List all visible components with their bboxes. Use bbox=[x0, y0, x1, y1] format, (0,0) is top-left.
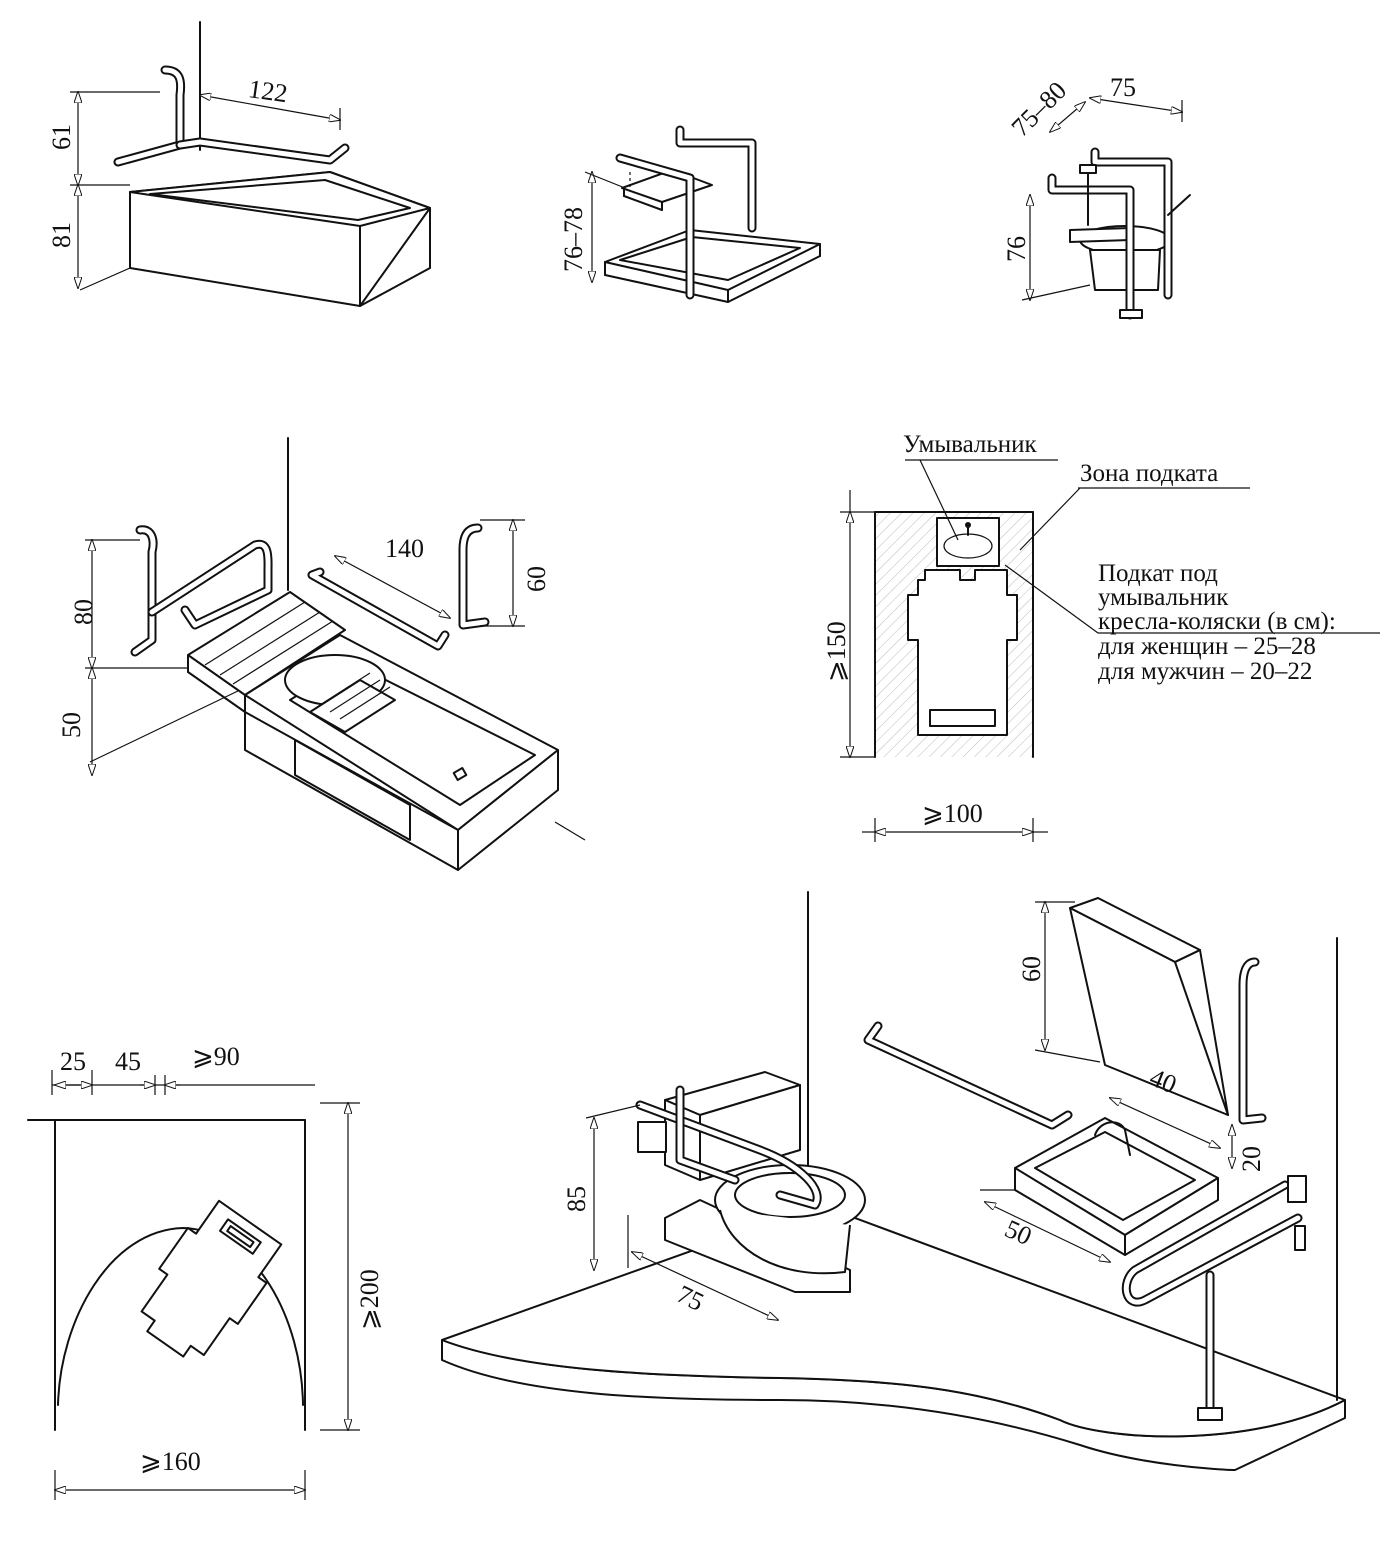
dim-turning-a: 25 bbox=[60, 1047, 86, 1076]
bath-seat-board bbox=[187, 591, 346, 696]
dim-toilet-height: 76 bbox=[1002, 236, 1031, 262]
note-line-1: Подкат под bbox=[1098, 560, 1218, 587]
restroom-diagram: 85 75 60 40 20 50 bbox=[441, 891, 1346, 1471]
bathtub-grab-rail bbox=[113, 65, 350, 167]
dim-bath-rail-length: 140 bbox=[385, 534, 424, 563]
dim-bathtub-height: 81 bbox=[47, 222, 76, 248]
dim-turning-depth: ⩾200 bbox=[355, 1269, 384, 1330]
bathtub-diagram: 122 61 81 bbox=[47, 21, 431, 307]
dim-sink-width: 50 bbox=[1001, 1214, 1037, 1251]
dim-toilet-offset: 75–80 bbox=[1006, 76, 1072, 142]
dim-bathtub-length: 122 bbox=[247, 74, 290, 108]
label-wheelchair-zone: Зона подката bbox=[1080, 460, 1218, 487]
toilet-paper-holder bbox=[637, 1121, 667, 1153]
turning-plan-diagram: 25 45 ⩾90 ⩾200 ⩾160 bbox=[27, 1042, 384, 1500]
dim-turning-b: 45 bbox=[115, 1047, 141, 1076]
dim-turning-c: ⩾90 bbox=[192, 1042, 240, 1071]
dim-toilet-width: 75 bbox=[1110, 73, 1136, 102]
label-sink: Умывальник bbox=[903, 431, 1038, 458]
toilet-grab-rail bbox=[1047, 147, 1173, 320]
note-line-3: кресла-коляски (в см): bbox=[1098, 608, 1336, 635]
wheelchair-plan bbox=[907, 569, 1018, 736]
wall-grab-rail bbox=[863, 957, 1267, 1130]
dim-shower-seat-height: 76–78 bbox=[559, 207, 588, 272]
dim-mirror-height: 60 bbox=[1017, 956, 1046, 982]
toilet-diagram: 76 75 75–80 bbox=[1002, 73, 1191, 320]
dim-bath-lower: 50 bbox=[57, 712, 86, 738]
sink-plan-diagram: Умывальник Зона подката Подкат под умыва… bbox=[822, 431, 1380, 842]
dim-sink-gap: 20 bbox=[1237, 1146, 1266, 1172]
folding-grab-bar bbox=[1121, 1180, 1303, 1415]
dim-sink-width: ⩾100 bbox=[922, 799, 983, 828]
shower-diagram: 76–78 bbox=[559, 125, 821, 303]
dim-bath-upper: 80 bbox=[69, 599, 98, 625]
dim-bath-rail-height: 60 bbox=[522, 566, 551, 592]
dim-grab-bar-height: 85 bbox=[562, 1186, 591, 1212]
note-line-5: для мужчин – 20–22 bbox=[1098, 658, 1312, 685]
turning-arc bbox=[57, 1227, 304, 1406]
shower-grab-rail bbox=[615, 125, 757, 300]
toilet-bowl bbox=[1089, 249, 1161, 291]
dim-bathtub-rail-height: 61 bbox=[47, 124, 76, 150]
note-line-4: для женщин – 25–28 bbox=[1098, 633, 1316, 660]
note-line-2: умывальник bbox=[1098, 584, 1229, 611]
bath-seat-diagram: 140 60 80 50 bbox=[57, 437, 586, 871]
dim-sink-length: ⩾150 bbox=[822, 621, 851, 682]
turning-wheelchair bbox=[140, 1199, 283, 1358]
toilet-grab-bars bbox=[635, 1085, 822, 1210]
dim-turning-width: ⩾160 bbox=[140, 1447, 201, 1476]
